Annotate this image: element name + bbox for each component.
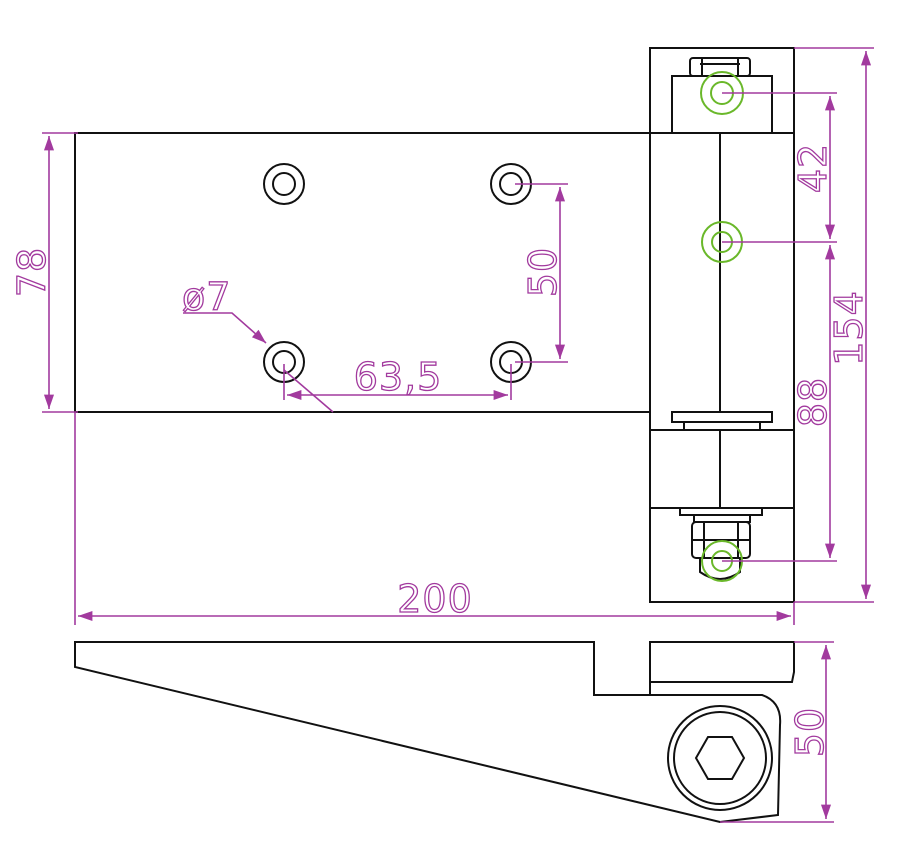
hinge-body bbox=[649, 47, 795, 603]
top-bolt-head-icon bbox=[689, 57, 751, 77]
dim-hole-diameter-label: ø7 bbox=[182, 275, 231, 319]
mounting-hole bbox=[263, 163, 305, 205]
dim-pin-to-bottom-label: 88 bbox=[791, 377, 835, 427]
pivot-barrel bbox=[667, 705, 773, 811]
bottom-bolt-head-icon bbox=[691, 521, 751, 559]
side-view-plate bbox=[74, 641, 782, 824]
front-view bbox=[74, 47, 795, 603]
dim-overall-width-label: 200 bbox=[397, 577, 473, 621]
middle-collar bbox=[671, 411, 773, 423]
dimension-lines bbox=[42, 47, 874, 823]
dim-hole-spacing-horizontal-label: 63,5 bbox=[354, 355, 443, 399]
dim-plate-height-label: 78 bbox=[10, 247, 54, 297]
dim-side-height-label: 50 bbox=[788, 707, 832, 757]
dim-overall-height-label: 154 bbox=[827, 290, 871, 366]
dim-top-to-pin-label: 42 bbox=[791, 143, 835, 193]
side-view bbox=[74, 641, 795, 824]
dim-hole-spacing-vertical-label: 50 bbox=[521, 247, 565, 297]
hex-socket-icon bbox=[694, 736, 746, 780]
